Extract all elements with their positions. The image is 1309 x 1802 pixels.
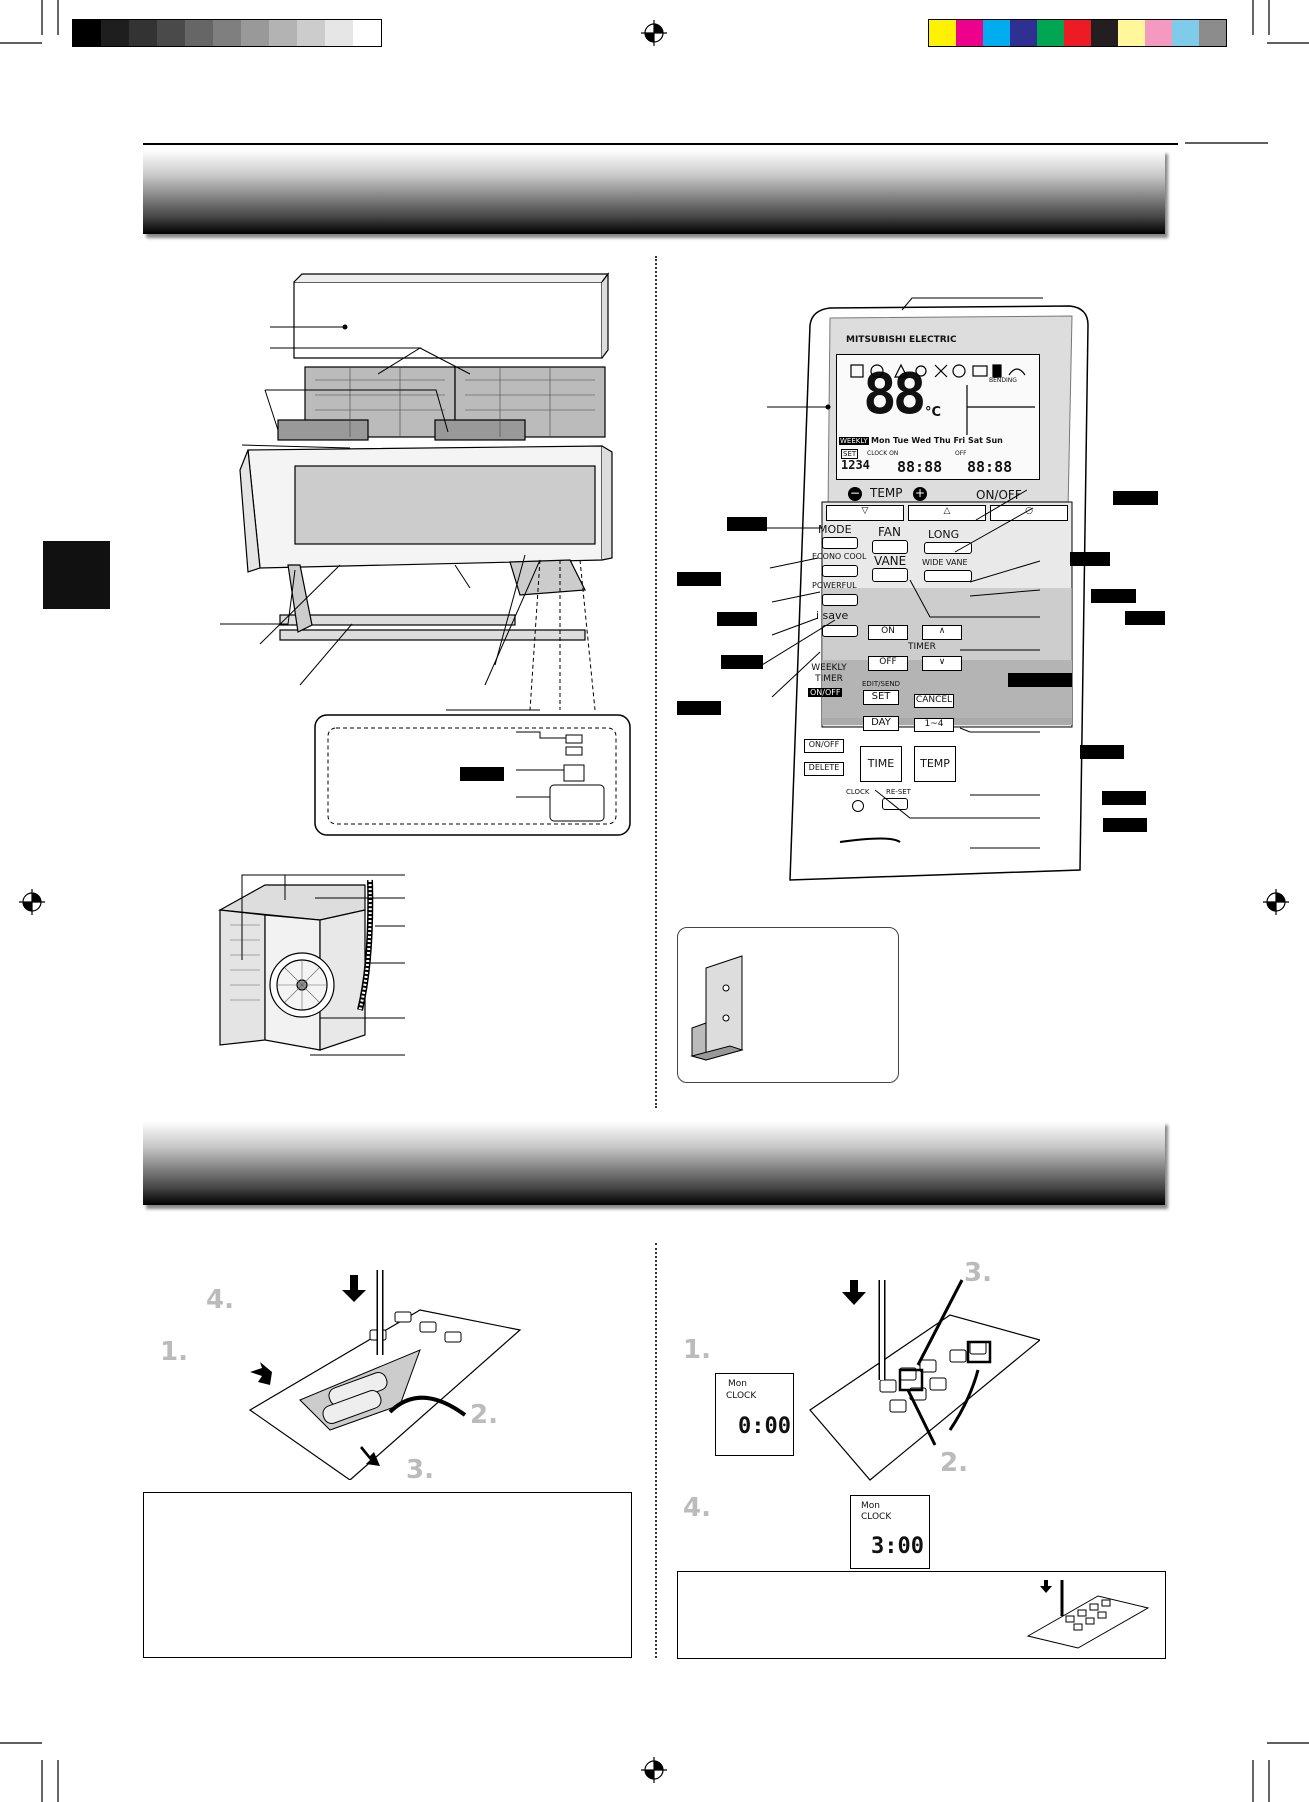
clock-setting-diagram: [809, 1279, 1040, 1481]
clock-step-2: 2.: [940, 1448, 968, 1478]
temp-down-button[interactable]: ▽: [826, 505, 904, 521]
color-bar: [928, 19, 1227, 47]
range-button[interactable]: 1~4: [914, 718, 954, 732]
remote-holder-box: [677, 927, 899, 1083]
remote-controller-diagram: MITSUBISHI ELECTRIC 88 °C BENDING WEEKLY…: [770, 270, 1130, 910]
lcd-days: Mon Tue Wed Thu Fri Sat Sun: [871, 436, 1003, 445]
outdoor-unit-diagram: [218, 874, 405, 1056]
clock-step-3: 3.: [964, 1258, 992, 1288]
timer-label: TIMER: [908, 642, 936, 652]
holder-icon: [690, 955, 744, 1061]
lcd-mode-icons: [850, 363, 1035, 435]
side-tab: [43, 541, 110, 609]
clock-label: CLOCK: [846, 788, 870, 796]
weekly-timer-onoff[interactable]: ON/OFF: [808, 688, 843, 697]
clock-display-before: Mon CLOCK 0:00: [715, 1373, 794, 1456]
powerful-label: POWERFUL: [812, 581, 857, 590]
temp-label: TEMP: [870, 486, 903, 500]
lcd-display: 88 °C BENDING WEEKLY Mon Tue Wed Thu Fri…: [836, 354, 1040, 480]
wide-vane-label: WIDE VANE: [922, 558, 968, 567]
lcd-unit: °C: [925, 405, 942, 420]
wide-vane-button[interactable]: [924, 570, 972, 582]
battery-step-1: 1.: [160, 1337, 188, 1367]
isave-button[interactable]: [822, 625, 858, 637]
econo-cool-label: ECONO COOL: [812, 552, 867, 561]
timer-off-button[interactable]: OFF: [868, 656, 908, 671]
clock-note-icon: [1026, 1580, 1150, 1649]
timer-on-button[interactable]: ON: [868, 625, 908, 640]
delete-button[interactable]: DELETE: [804, 762, 844, 776]
lcd-time-on: 88:88: [897, 458, 943, 476]
temp-up-icon: +: [913, 486, 927, 501]
weekly-timer-label: WEEKLY TIMER: [811, 663, 847, 684]
vane-label: VANE: [874, 554, 907, 568]
temp-up-button[interactable]: △: [908, 505, 986, 521]
lcd-set: SET: [841, 449, 859, 459]
battery-step-4: 4.: [206, 1285, 234, 1315]
lcd-weekly: WEEKLY: [839, 437, 869, 445]
timer-down-button[interactable]: ∨: [922, 656, 962, 671]
battery-insertion-diagram: [248, 1270, 522, 1480]
fan-label: FAN: [878, 525, 901, 539]
timer-up-button[interactable]: ∧: [922, 625, 962, 640]
time-button[interactable]: TIME: [860, 746, 902, 782]
clock-display-day: Mon: [728, 1379, 747, 1389]
timer-onoff-button[interactable]: ON/OFF: [804, 739, 844, 753]
clock-display-time: 0:00: [738, 1414, 791, 1439]
cancel-button[interactable]: CANCEL: [914, 694, 954, 708]
set-button[interactable]: SET: [863, 690, 899, 705]
lcd-clock-on: CLOCK ON: [867, 450, 899, 457]
lcd-off: OFF: [955, 450, 967, 457]
mode-button[interactable]: [822, 537, 858, 549]
brand-logo: MITSUBISHI ELECTRIC: [846, 335, 957, 345]
clock-step-4: 4.: [683, 1493, 711, 1523]
mode-label: MODE: [818, 523, 852, 536]
vane-button[interactable]: [872, 568, 908, 582]
battery-note-box: [143, 1492, 632, 1658]
clock-display-day-2: Mon: [861, 1501, 880, 1511]
remote-callouts: [677, 297, 1165, 849]
onoff-button[interactable]: ○: [990, 505, 1068, 521]
clock-display-time-2: 3:00: [871, 1534, 924, 1559]
edit-send-label: EDIT/SEND: [862, 680, 901, 688]
clock-display-label: CLOCK: [726, 1391, 757, 1401]
clock-step-1: 1.: [683, 1335, 711, 1365]
clock-button[interactable]: [852, 800, 864, 812]
battery-step-3: 3.: [406, 1455, 434, 1485]
header-rule: [143, 143, 1178, 145]
day-button[interactable]: DAY: [863, 716, 899, 731]
isave-label: i save: [816, 609, 849, 622]
column-divider-top: [655, 256, 657, 1108]
temp-adjust-button[interactable]: TEMP: [914, 746, 956, 782]
lcd-time-off: 88:88: [967, 458, 1013, 476]
reset-label: RE-SET: [886, 788, 911, 796]
lcd-program-numbers: 1234: [841, 458, 870, 472]
clock-display-label-2: CLOCK: [861, 1512, 892, 1522]
indoor-unit-diagram: [220, 272, 631, 836]
long-button[interactable]: [924, 542, 972, 554]
section-banner-2: [143, 1121, 1165, 1205]
section-banner-1: [143, 150, 1165, 234]
grayscale-bar: [72, 19, 382, 47]
fan-button[interactable]: [872, 540, 908, 554]
clock-note-box: [677, 1571, 1166, 1659]
econo-cool-button[interactable]: [822, 565, 858, 577]
lcd-bending: BENDING: [989, 377, 1017, 384]
powerful-button[interactable]: [822, 594, 858, 606]
temp-down-icon: −: [848, 486, 862, 501]
battery-step-2: 2.: [470, 1400, 498, 1430]
long-label: LONG: [928, 528, 960, 541]
column-divider-bottom: [655, 1243, 657, 1658]
onoff-label: ON/OFF: [976, 488, 1022, 502]
clock-display-after: Mon CLOCK 3:00: [850, 1495, 930, 1569]
